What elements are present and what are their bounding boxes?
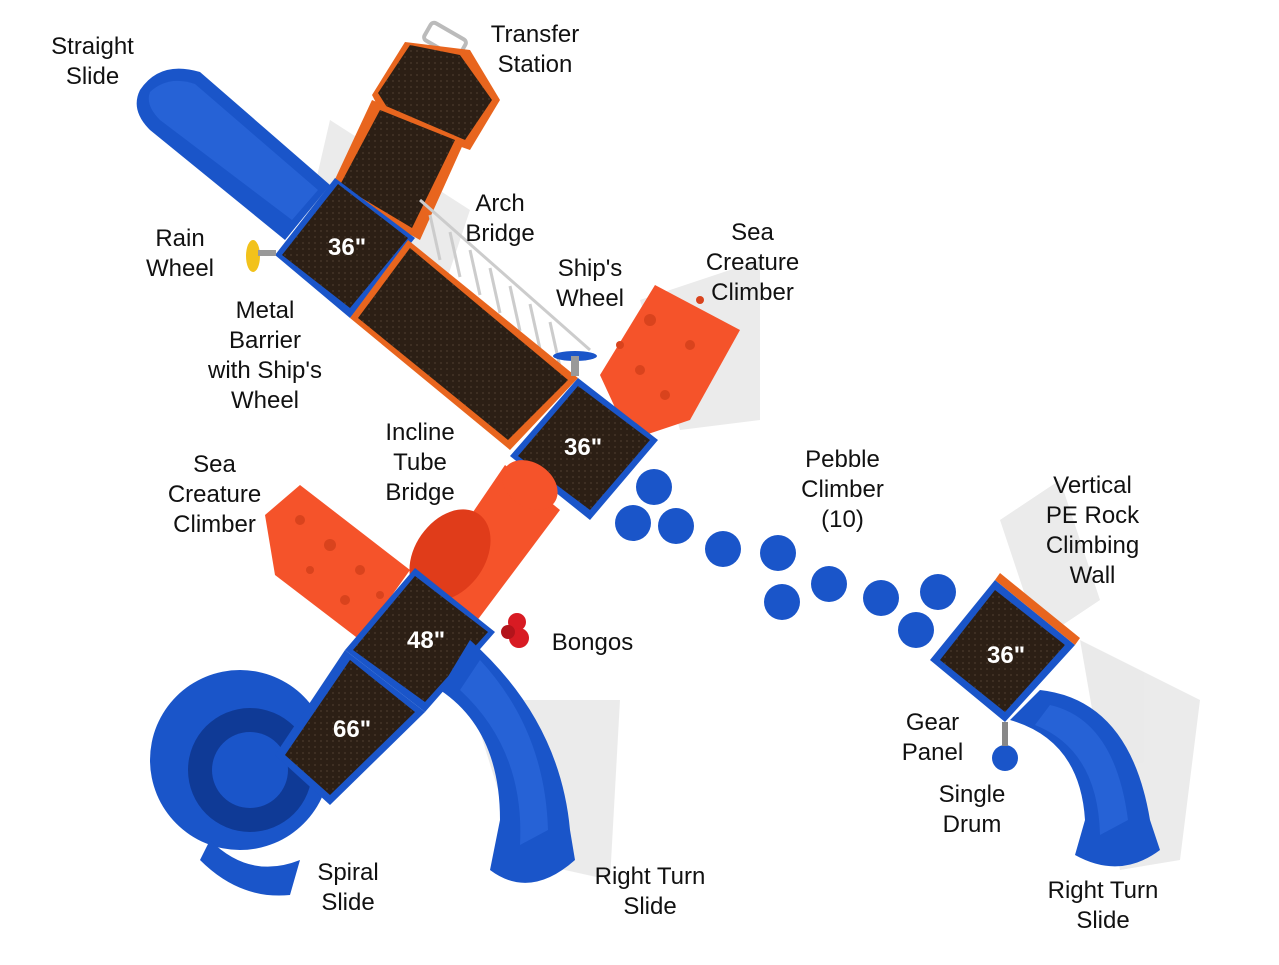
sea-creature-climber-top [600, 285, 740, 440]
deck-height-right: 36" [987, 642, 1026, 669]
single-drum [992, 722, 1018, 771]
arch-bridge-deck [350, 240, 578, 450]
deck-48 [345, 568, 495, 712]
straight-slide [136, 68, 330, 240]
right-turn-slide-center [440, 640, 575, 883]
ships-wheel [553, 351, 597, 376]
transfer-steps [340, 110, 455, 228]
deck-66 [275, 650, 425, 805]
deck-height-48: 48" [407, 627, 446, 654]
right-turn-slide-right [1010, 690, 1160, 867]
label-bongos: Bongos [551, 629, 634, 656]
deck-height-upper-left: 36" [328, 234, 367, 261]
pebble-climbers [615, 469, 956, 648]
upper-left-deck [275, 178, 415, 318]
deck-height-middle: 36" [564, 434, 603, 461]
right-deck [930, 573, 1080, 722]
rain-wheel [246, 240, 276, 272]
deck-height-66: 66" [333, 716, 372, 743]
arch-bridge-rail [419, 198, 591, 368]
spiral-slide [150, 670, 330, 896]
bongos [501, 613, 529, 648]
incline-tube-bridge [409, 460, 560, 630]
sea-creature-climber-left [265, 485, 410, 640]
